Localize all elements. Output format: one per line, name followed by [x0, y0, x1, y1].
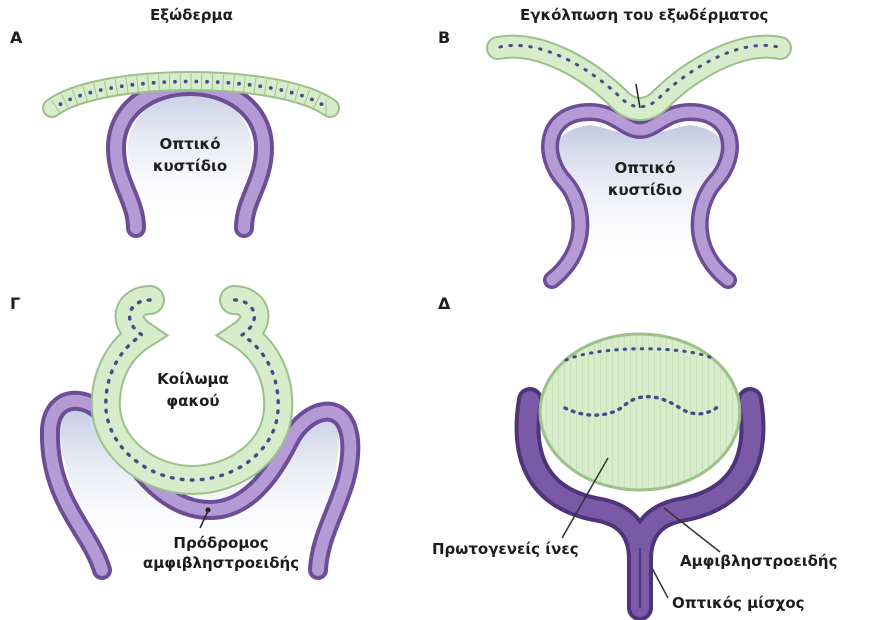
cell-nucleus	[310, 97, 314, 101]
cell-boundary	[169, 74, 170, 90]
cell-boundary	[212, 74, 213, 90]
cell-boundary	[94, 83, 98, 99]
cell-boundary	[104, 81, 107, 97]
cell-nucleus	[194, 80, 198, 84]
cell-nucleus	[88, 91, 92, 95]
optic-vesicle-label-a: Οπτικό κυστίδιο	[150, 133, 230, 177]
cell-boundary	[254, 78, 256, 94]
precursor-retina-label: Πρόδρομος αμφιβληστροειδής	[131, 533, 311, 573]
cell-boundary	[148, 75, 149, 91]
cell-nucleus	[237, 82, 241, 86]
cell-nucleus	[248, 83, 252, 87]
cell-nucleus	[141, 82, 145, 86]
cell-nucleus	[120, 84, 124, 88]
panel-label-d: Δ	[438, 294, 450, 313]
cell-nucleus	[152, 81, 156, 85]
optic-vesicle-label-b: Οπτικό κυστίδιο	[605, 157, 685, 201]
panel-label-b: Β	[438, 28, 450, 47]
cell-boundary	[304, 90, 310, 105]
cell-nucleus	[300, 94, 304, 98]
cell-boundary	[72, 90, 78, 105]
cell-boundary	[83, 86, 88, 101]
cell-nucleus	[109, 86, 113, 90]
cell-boundary	[274, 81, 277, 97]
panel-label-a: Α	[10, 28, 22, 47]
cell-boundary	[158, 74, 159, 90]
cell-boundary	[285, 83, 289, 99]
cell-nucleus	[258, 84, 262, 88]
cell-nucleus	[216, 80, 220, 84]
panel-label-c: Γ	[10, 294, 20, 313]
cell-nucleus	[279, 88, 283, 92]
cell-nucleus	[68, 97, 72, 101]
title-ectoderm: Εξώδερμα	[150, 6, 233, 24]
primary-fibers-label: Πρωτογενείς ίνες	[432, 540, 579, 558]
retina-label: Αμφιβληστροειδής	[680, 552, 838, 570]
cell-nucleus	[184, 80, 188, 84]
cell-nucleus	[269, 86, 273, 90]
cell-nucleus	[290, 91, 294, 95]
cell-nucleus	[99, 88, 103, 92]
optic-stalk-label: Οπτικός μίσχος	[672, 594, 805, 612]
cell-boundary	[115, 79, 118, 95]
cell-nucleus	[320, 102, 324, 106]
cell-boundary	[233, 75, 234, 91]
cell-boundary	[223, 74, 224, 90]
cell-nucleus	[226, 81, 230, 85]
cell-boundary	[51, 100, 60, 113]
cell-boundary	[62, 94, 69, 108]
cell-boundary	[313, 94, 320, 108]
cell-boundary	[295, 86, 300, 101]
cell-boundary	[243, 76, 245, 92]
cell-boundary	[264, 79, 267, 95]
cell-nucleus	[59, 102, 63, 106]
cell-nucleus	[205, 80, 209, 84]
cell-boundary	[137, 76, 139, 92]
lens-cavity-label: Κοίλωμα φακού	[148, 368, 238, 412]
cell-nucleus	[162, 80, 166, 84]
cell-boundary	[126, 78, 128, 94]
cell-nucleus	[78, 94, 82, 98]
cell-nucleus	[173, 80, 177, 84]
cell-nucleus	[130, 83, 134, 87]
title-invagination: Εγκόλπωση του εξωδέρματος	[520, 6, 768, 24]
